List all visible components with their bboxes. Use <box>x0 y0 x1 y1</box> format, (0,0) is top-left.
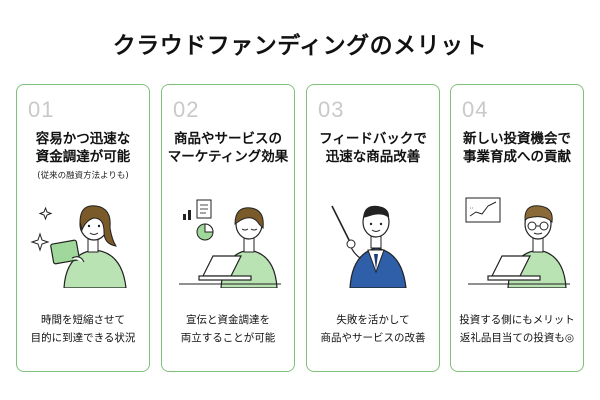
card-description-line: 両立することが可能 <box>180 332 276 344</box>
card-heading-line: 資金調達が可能 <box>35 149 131 165</box>
card-description: 宣伝と資金調達を 両立することが可能 <box>162 311 294 347</box>
woman-with-tablet-illustration <box>30 205 127 288</box>
card-heading-line: 容易かつ迅速な <box>35 131 131 147</box>
card-heading-line: 商品やサービスの <box>174 131 282 147</box>
card-number: 01 <box>28 97 55 122</box>
man-with-pointer-illustration <box>331 205 407 288</box>
card-description-line: 宣伝と資金調達を <box>186 314 270 326</box>
card-description-line: 失敗を活かして <box>336 314 410 326</box>
card-heading: 容易かつ迅速な 資金調達が可能 <box>17 130 149 166</box>
card-note: (従来の融資方法よりも) <box>37 171 129 181</box>
card-heading: 商品やサービスの マーケティング効果 <box>162 130 294 166</box>
merit-card-2: 02 商品やサービスの マーケティング効果 <box>161 84 295 372</box>
card-heading: 新しい投資機会で 事業育成への貢献 <box>451 130 583 166</box>
card-description-line: 商品やサービスの改善 <box>320 332 426 344</box>
card-description: 時間を短縮させて 目的に到達できる状況 <box>17 311 149 347</box>
card-number: 02 <box>173 97 200 122</box>
merit-card-3: 03 フィードバックで 迅速な商品改善 失敗を活かして 商品やサービスの改善 <box>306 84 440 372</box>
card-number: 04 <box>462 97 489 122</box>
merit-card-1: 01 容易かつ迅速な 資金調達が可能 (従来の融資方法よりも) 時間を短縮させて <box>16 84 150 372</box>
page-title: クラウドファンディングのメリット <box>112 33 488 59</box>
card-heading-line: 新しい投資機会で <box>463 131 571 147</box>
card-heading-line: 迅速な商品改善 <box>325 149 421 165</box>
man-at-laptop-illustration <box>465 197 570 288</box>
card-heading-line: マーケティング効果 <box>167 149 289 165</box>
card-heading-line: 事業育成への貢献 <box>463 149 571 165</box>
card-heading-line: フィードバックで <box>319 131 427 147</box>
card-description-line: 目的に到達できる状況 <box>30 332 136 344</box>
merit-card-4: 04 新しい投資機会で 事業育成への貢献 投資する側にもメリッ <box>450 84 584 372</box>
woman-at-laptop-illustration <box>179 199 281 288</box>
merit-cards: 01 容易かつ迅速な 資金調達が可能 (従来の融資方法よりも) 時間を短縮させて <box>16 84 584 372</box>
card-number: 03 <box>318 97 345 122</box>
card-description: 投資する側にもメリット 返礼品目当ての投資も◎ <box>451 311 583 347</box>
card-heading: フィードバックで 迅速な商品改善 <box>307 130 439 166</box>
card-description-line: 投資する側にもメリット <box>459 314 575 326</box>
card-description: 失敗を活かして 商品やサービスの改善 <box>307 311 439 347</box>
card-description-line: 時間を短縮させて <box>41 314 125 326</box>
card-description-line: 返礼品目当ての投資も◎ <box>459 332 575 344</box>
